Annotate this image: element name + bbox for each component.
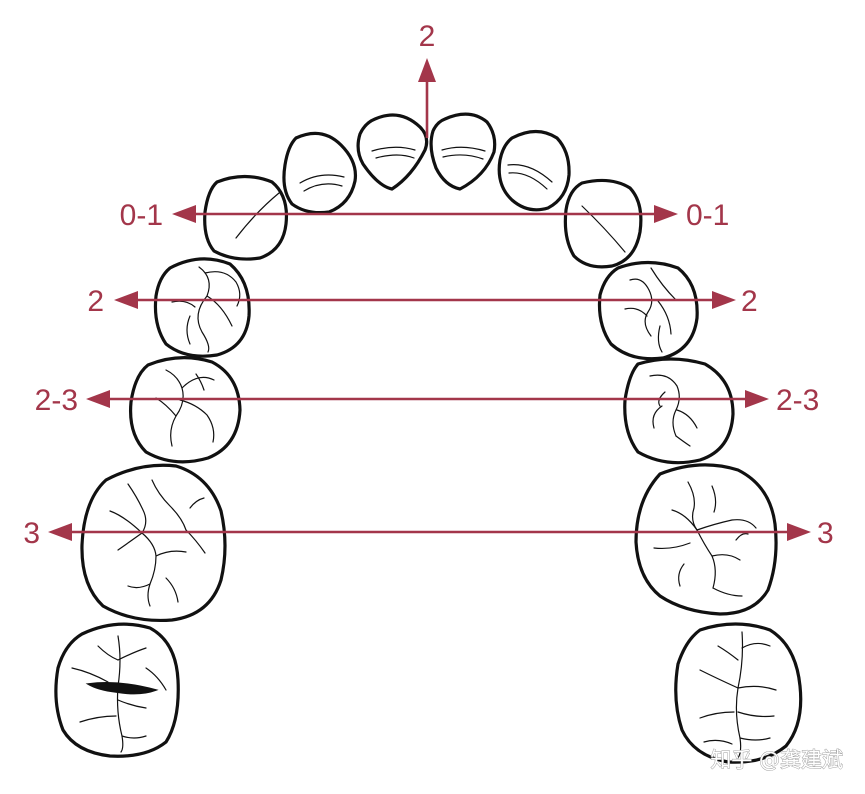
tooth-upper-right-canine bbox=[565, 180, 641, 266]
tooth-upper-right-central-incisor bbox=[431, 114, 495, 189]
tooth-upper-left-central-incisor bbox=[358, 115, 427, 189]
arrow-row-2-right-head bbox=[712, 291, 736, 309]
arrow-row-2-right-label: 2 bbox=[741, 285, 758, 318]
tooth-upper-left-first-premolar bbox=[155, 259, 249, 356]
tooth-upper-left-first-molar bbox=[82, 465, 225, 620]
watermark: 知乎 @龚建斌 bbox=[710, 748, 843, 772]
tooth-upper-left-canine bbox=[205, 177, 287, 260]
arrow-row-4-right-head bbox=[787, 523, 811, 541]
tooth-upper-left-second-molar bbox=[56, 624, 178, 756]
tooth-upper-right-lateral-incisor bbox=[499, 132, 569, 210]
tooth-upper-right-first-molar bbox=[636, 465, 776, 614]
tooth-upper-right-first-premolar bbox=[599, 263, 697, 359]
arrow-row-1-left-label: 0-1 bbox=[120, 199, 163, 232]
arrow-top-label: 2 bbox=[419, 20, 436, 53]
arrow-row-2-left-label: 2 bbox=[87, 285, 104, 318]
arrow-row-3-right-label: 2-3 bbox=[776, 384, 819, 417]
arrow-row-4-right-label: 3 bbox=[817, 517, 834, 550]
arrow-row-2-left-head bbox=[114, 291, 138, 309]
arrow-top: 2 bbox=[418, 20, 436, 138]
arrow-row-3-left-head bbox=[86, 390, 110, 408]
tooth-upper-right-second-molar bbox=[676, 624, 801, 762]
arrow-row-3-left-label: 2-3 bbox=[35, 384, 78, 417]
tooth-upper-left-lateral-incisor bbox=[284, 133, 356, 212]
tooth-upper-right-second-premolar bbox=[625, 359, 733, 463]
arrow-row-4-left-label: 3 bbox=[23, 517, 40, 550]
arrow-row-3-right-head bbox=[745, 390, 769, 408]
arrow-top-head bbox=[418, 58, 436, 82]
arrow-row-1-right-label: 0-1 bbox=[686, 199, 729, 232]
tooth-upper-left-second-premolar bbox=[131, 358, 240, 462]
arrow-row-4-left-head bbox=[48, 523, 72, 541]
arrow-row-1-left-head bbox=[172, 205, 196, 223]
arrow-row-1-right-head bbox=[654, 205, 678, 223]
